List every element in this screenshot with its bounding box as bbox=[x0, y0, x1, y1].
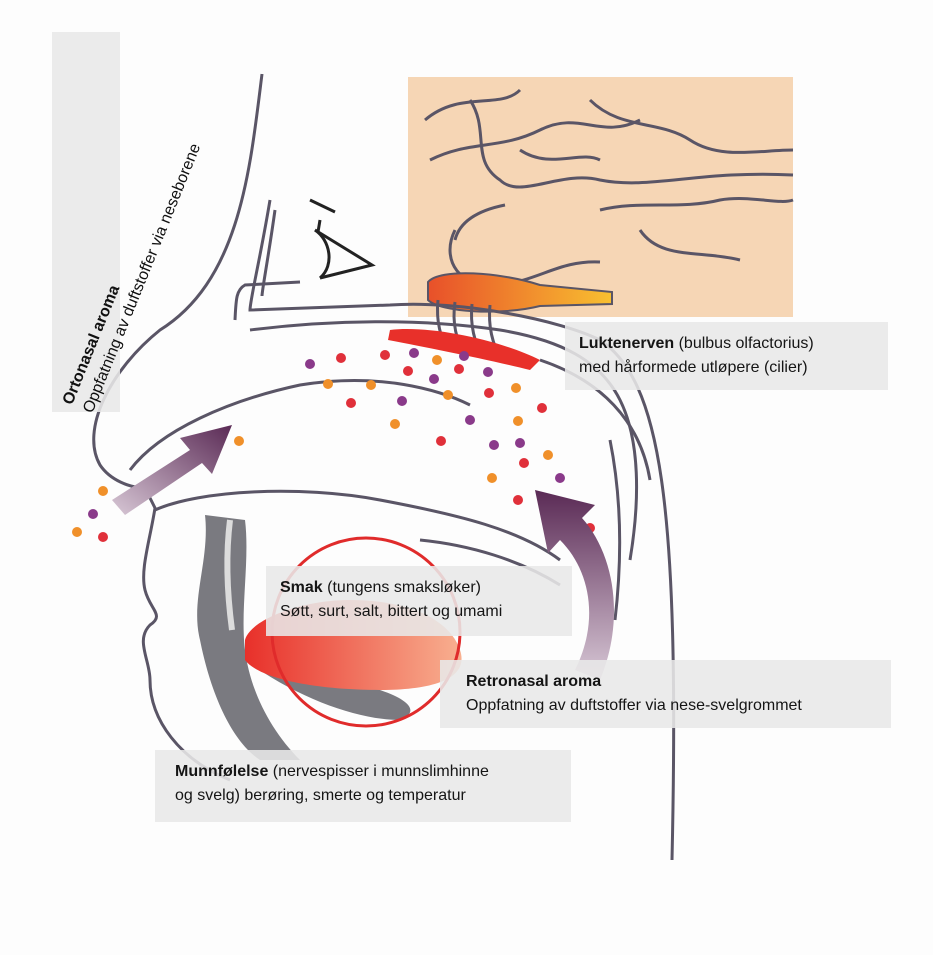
molecule-dot bbox=[515, 438, 525, 448]
molecule-dot bbox=[305, 359, 315, 369]
molecule-dot bbox=[489, 440, 499, 450]
molecule-dot bbox=[88, 509, 98, 519]
molecule-dot bbox=[513, 495, 523, 505]
molecule-dot bbox=[403, 366, 413, 376]
molecule-dot bbox=[555, 473, 565, 483]
taste-description: Søtt, surt, salt, bittert og umami bbox=[280, 603, 502, 620]
molecule-dot bbox=[390, 419, 400, 429]
molecule-dot bbox=[409, 348, 419, 358]
molecule-dot bbox=[459, 351, 469, 361]
molecule-dot bbox=[483, 367, 493, 377]
molecule-dot bbox=[336, 353, 346, 363]
olfactory-nerve-latin: (bulbus olfactorius) bbox=[674, 335, 814, 352]
molecule-dot bbox=[543, 450, 553, 460]
molecule-dot bbox=[380, 350, 390, 360]
molecule-dot bbox=[346, 398, 356, 408]
molecule-dot bbox=[454, 364, 464, 374]
mouthfeel-subtitle: (nervespisser i munnslimhinne bbox=[268, 763, 489, 780]
molecule-dot bbox=[537, 403, 547, 413]
molecule-dot bbox=[484, 388, 494, 398]
mouthfeel-title: Munnfølelse bbox=[175, 763, 268, 780]
molecule-dot bbox=[323, 379, 333, 389]
taste-subtitle: (tungens smaksløker) bbox=[323, 579, 481, 596]
molecule-dot bbox=[487, 473, 497, 483]
odor-molecules bbox=[72, 348, 595, 542]
taste-title: Smak bbox=[280, 579, 323, 596]
retronasal-label: Retronasal aroma Oppfatning av duftstoff… bbox=[440, 660, 891, 728]
mouthfeel-label: Munnfølelse (nervespisser i munnslimhinn… bbox=[155, 750, 571, 822]
molecule-dot bbox=[429, 374, 439, 384]
molecule-dot bbox=[511, 383, 521, 393]
molecule-dot bbox=[98, 486, 108, 496]
taste-label: Smak (tungens smaksløker) Søtt, surt, sa… bbox=[266, 566, 572, 636]
mouthfeel-description: og svelg) berøring, smerte og temperatur bbox=[175, 787, 466, 804]
molecule-dot bbox=[366, 380, 376, 390]
olfactory-nerve-title: Luktenerven bbox=[579, 335, 674, 352]
retronasal-description: Oppfatning av duftstoffer via nese-svelg… bbox=[466, 697, 802, 714]
molecule-dot bbox=[234, 436, 244, 446]
retronasal-title: Retronasal aroma bbox=[466, 673, 601, 690]
molecule-dot bbox=[465, 415, 475, 425]
molecule-dot bbox=[72, 527, 82, 537]
olfactory-nerve-label: Luktenerven (bulbus olfactorius) med hår… bbox=[565, 322, 888, 390]
molecule-dot bbox=[519, 458, 529, 468]
molecule-dot bbox=[436, 436, 446, 446]
molecule-dot bbox=[513, 416, 523, 426]
molecule-dot bbox=[443, 390, 453, 400]
molecule-dot bbox=[432, 355, 442, 365]
molecule-dot bbox=[98, 532, 108, 542]
olfactory-nerve-description: med hårformede utløpere (cilier) bbox=[579, 359, 808, 376]
eye-outline bbox=[310, 200, 372, 278]
molecule-dot bbox=[397, 396, 407, 406]
